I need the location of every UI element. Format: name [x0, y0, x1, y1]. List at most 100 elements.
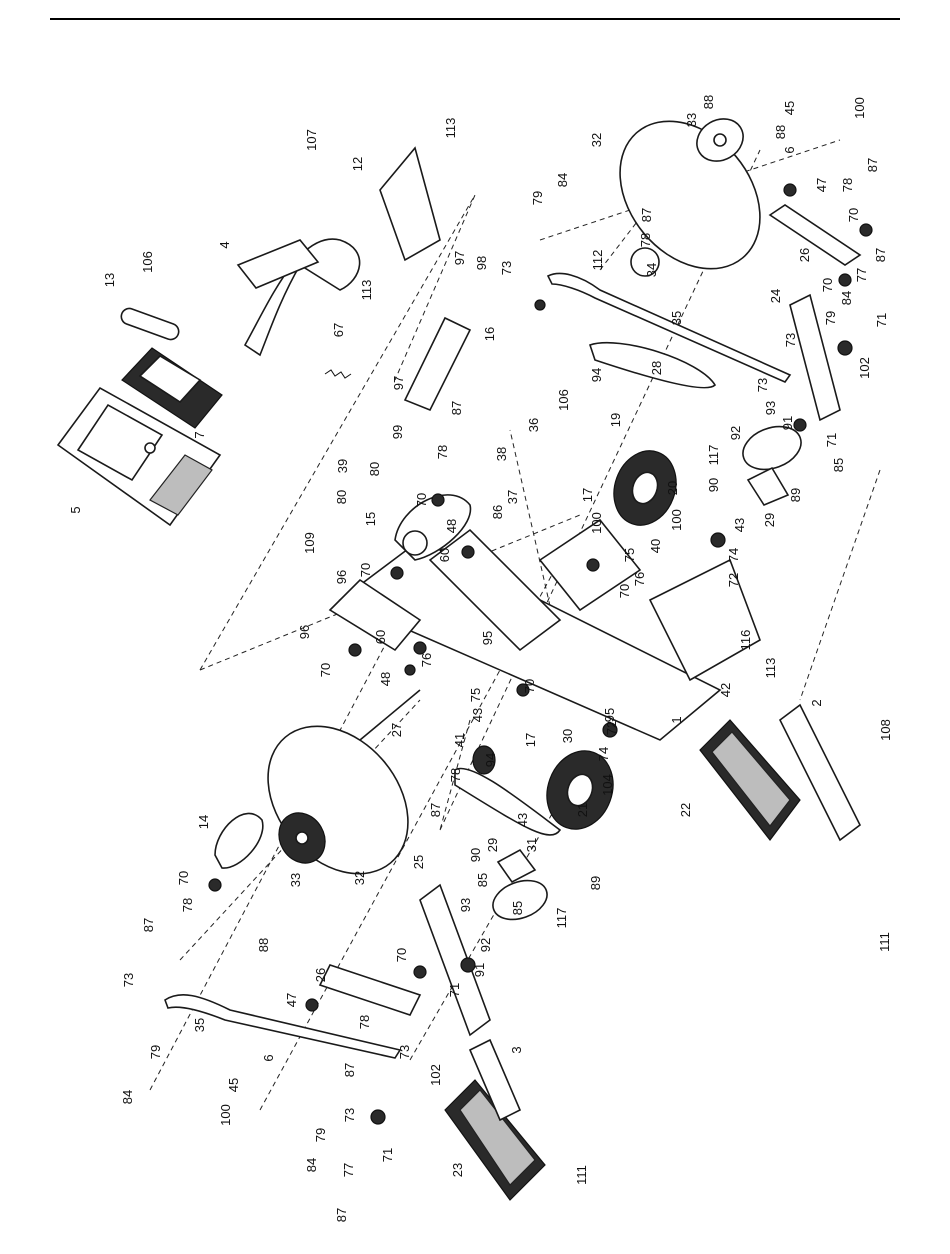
axle-hub-34	[630, 247, 660, 277]
part-callout: 74	[596, 747, 611, 761]
part-callout: 30	[560, 729, 575, 743]
part-callout: 21	[575, 803, 590, 817]
part-callout: 42	[718, 683, 733, 697]
console	[56, 386, 222, 527]
part-callout: 16	[482, 327, 497, 341]
part-callout: 84	[120, 1090, 135, 1104]
bearings	[208, 183, 873, 1125]
part-callout: 76	[632, 572, 647, 586]
part-callout: 100	[852, 97, 867, 119]
pedal-bracket-left	[496, 848, 537, 884]
part-callout: 97	[452, 251, 467, 265]
part-callout: 80	[334, 490, 349, 504]
rail-left	[164, 994, 402, 1059]
part-callout: 23	[450, 1163, 465, 1177]
part-callout: 71	[824, 433, 839, 447]
part-callout: 104	[600, 774, 615, 796]
part-callout: 76	[419, 653, 434, 667]
part-callout: 79	[148, 1045, 163, 1059]
part-callout: 22	[678, 803, 693, 817]
part-callout: 73	[755, 378, 770, 392]
part-callout: 78	[357, 1015, 372, 1029]
part-callout: 70	[394, 948, 409, 962]
part-callout: 25	[411, 855, 426, 869]
part-callout: 19	[608, 413, 623, 427]
drive-pulley-20	[613, 450, 677, 526]
part-callout: 85	[510, 901, 525, 915]
drive-pulley-21	[546, 750, 614, 830]
crank-arm-left	[318, 964, 422, 1016]
part-callout: 99	[390, 425, 405, 439]
part-callout: 79	[530, 191, 545, 205]
part-callout: 111	[574, 1165, 589, 1185]
part-callout: 107	[304, 129, 319, 151]
part-callout: 60	[373, 630, 388, 644]
part-callout: 70	[318, 663, 333, 677]
part-callout: 90	[706, 478, 721, 492]
part-callout: 88	[256, 938, 271, 952]
part-callout: 77	[854, 268, 869, 282]
part-callout: 70	[820, 278, 835, 292]
part-callout: 78	[435, 445, 450, 459]
part-callout: 78	[840, 178, 855, 192]
end-cap	[214, 812, 264, 869]
part-callout: 90	[468, 848, 483, 862]
part-callout: 71	[380, 1148, 395, 1162]
console-base	[121, 347, 223, 429]
part-callout: 14	[196, 815, 211, 829]
part-callout: 47	[284, 993, 299, 1007]
part-callout: 94	[589, 368, 604, 382]
part-callout: 70	[522, 679, 537, 693]
pedal-bracket-right	[746, 466, 790, 506]
part-callout: 4	[217, 241, 232, 248]
crank-arm-bracket	[394, 494, 472, 561]
part-callout: 85	[475, 873, 490, 887]
part-callout: 27	[389, 723, 404, 737]
part-callout: 96	[334, 570, 349, 584]
pedal-right	[699, 703, 862, 842]
part-callout: 17	[580, 488, 595, 502]
part-callout: 31	[524, 838, 539, 852]
part-callout: 38	[494, 447, 509, 461]
header-rule	[50, 18, 900, 20]
part-callout: 75	[622, 548, 637, 562]
part-callout: 87	[865, 158, 880, 172]
part-callout: 26	[797, 248, 812, 262]
part-callout: 87	[639, 208, 654, 222]
part-callout: 73	[783, 333, 798, 347]
hub-plate-right	[696, 118, 744, 162]
part-callout: 85	[831, 458, 846, 472]
part-callout: 97	[391, 376, 406, 390]
part-callout: 98	[474, 256, 489, 270]
part-callout: 102	[857, 357, 872, 379]
part-callout: 111	[877, 932, 892, 952]
part-callout: 113	[359, 280, 374, 301]
part-callout: 108	[878, 719, 893, 741]
part-callout: 43	[470, 708, 485, 722]
part-callout: 91	[780, 416, 795, 430]
part-callout: 29	[485, 838, 500, 852]
part-callout: 45	[226, 1078, 241, 1092]
part-callout: 33	[684, 113, 699, 127]
part-callout: 47	[814, 178, 829, 192]
part-callout: 84	[555, 173, 570, 187]
part-callout: 29	[762, 513, 777, 527]
main-frame	[328, 518, 761, 741]
part-callout: 80	[367, 462, 382, 476]
part-callout: 117	[706, 445, 721, 466]
part-callout: 78	[448, 768, 463, 782]
part-callout: 6	[261, 1054, 276, 1061]
part-callout: 87	[449, 401, 464, 415]
axle-27	[359, 689, 421, 741]
part-callout: 45	[782, 101, 797, 115]
part-callout: 106	[556, 389, 571, 411]
part-callout: 86	[490, 505, 505, 519]
part-callout: 70	[617, 584, 632, 598]
part-callout: 100	[669, 509, 684, 531]
part-callout: 33	[288, 873, 303, 887]
part-callout: 35	[192, 1018, 207, 1032]
part-callout: 2	[809, 699, 824, 706]
part-callout: 79	[313, 1128, 328, 1142]
